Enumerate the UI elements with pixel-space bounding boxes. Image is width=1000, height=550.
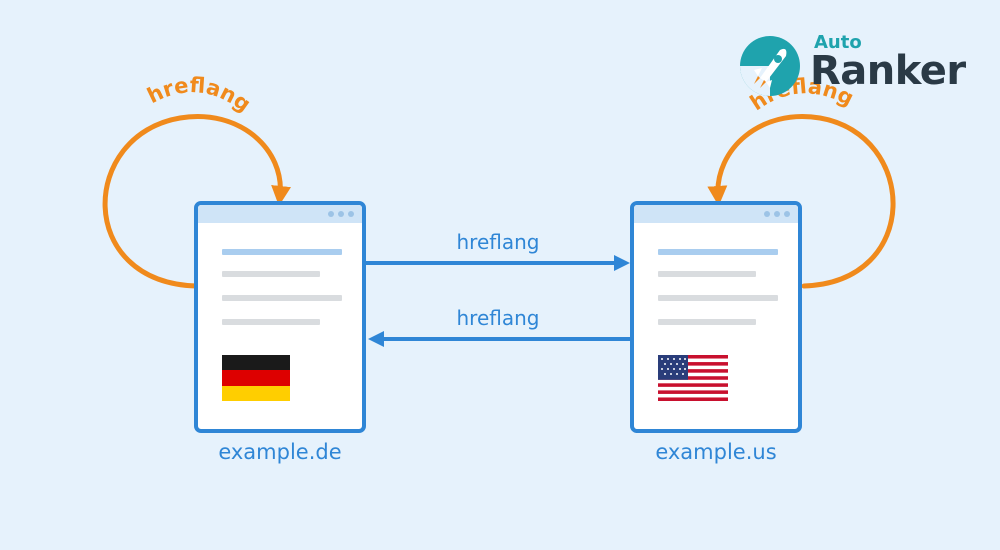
page-example-de	[194, 201, 366, 433]
content-line	[658, 271, 756, 277]
content-line	[222, 319, 320, 325]
germany-flag	[222, 355, 290, 401]
content-line	[222, 249, 342, 255]
domain-label-de: example.de	[218, 440, 342, 464]
page-example-us	[630, 201, 802, 433]
brand-ranker: Ranker	[810, 48, 966, 94]
window-dot	[328, 211, 334, 217]
autoranker-logo: Auto Ranker	[736, 30, 976, 100]
content-line	[222, 271, 320, 277]
content-line	[658, 295, 778, 301]
self-loop-right	[707, 114, 896, 289]
arrow-top-label: hreflang	[456, 230, 540, 254]
window-dot	[774, 211, 780, 217]
usa-flag	[658, 355, 728, 401]
self-loop-left-label: hreflang	[143, 73, 255, 117]
window-dot	[338, 211, 344, 217]
content-line	[658, 319, 756, 325]
rocket-icon	[740, 36, 800, 96]
content-line	[222, 295, 342, 301]
arrow-bottom-label: hreflang	[456, 306, 540, 330]
usa-flag-graphic	[658, 355, 728, 401]
window-dot	[764, 211, 770, 217]
browser-bar	[198, 205, 362, 223]
content-line	[658, 249, 778, 255]
self-loop-left	[102, 114, 292, 289]
window-dot	[784, 211, 790, 217]
brand-auto: Auto	[814, 32, 862, 53]
window-dot	[348, 211, 354, 217]
domain-label-us: example.us	[655, 440, 777, 464]
browser-bar	[634, 205, 798, 223]
